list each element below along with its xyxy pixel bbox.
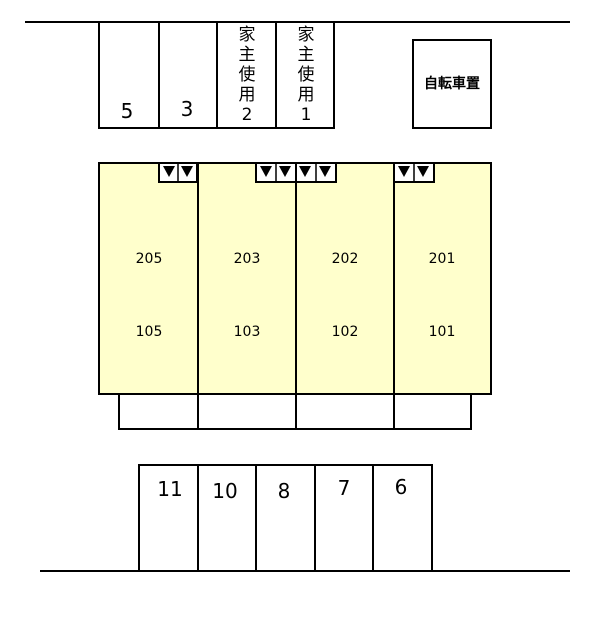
room-202: 202 [332,251,359,267]
parking-space-11: 11 [157,477,182,501]
bottom-parking [138,464,433,572]
unit-203-103 [197,162,297,395]
room-105: 105 [136,324,163,340]
down-triangle-icon [181,166,193,177]
top-parking [98,21,335,129]
down-triangle-icon [398,166,410,177]
down-triangle-icon [319,166,331,177]
parking-space-3: 3 [181,97,194,121]
room-103: 103 [234,324,261,340]
room-201: 201 [429,251,456,267]
room-203: 203 [234,251,261,267]
room-205: 205 [136,251,163,267]
down-triangle-icon [299,166,311,177]
down-triangle-icon [163,166,175,177]
parking-space-5: 5 [121,99,134,123]
bicycle-parking-box [412,39,492,129]
unit-202-102 [295,162,395,395]
parking-space-7: 7 [338,476,351,500]
parking-space-6: 6 [395,475,408,499]
building: 205 105 203 103 202 102 201 101 [98,162,492,395]
balconies [118,393,472,430]
room-102: 102 [332,324,359,340]
unit-205-105 [98,162,199,395]
unit-201-101 [393,162,492,395]
down-triangle-icon [279,166,291,177]
parking-space-8: 8 [278,479,291,503]
parking-space-10: 10 [212,479,237,503]
room-101: 101 [429,324,456,340]
bicycle-parking-label: 自転車置 [424,75,480,92]
down-triangle-icon [417,166,429,177]
down-triangle-icon [260,166,272,177]
